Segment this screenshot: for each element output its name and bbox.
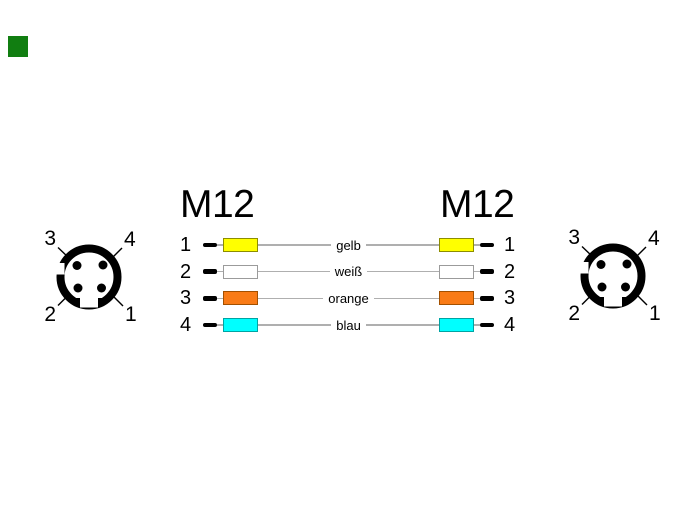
m12-connector-face-right: 3 4 2 1 <box>568 226 661 325</box>
right-pin-dash <box>480 296 494 301</box>
wire-stub <box>217 297 223 300</box>
wire-middle: weiß <box>258 264 440 280</box>
wire-stub <box>217 244 223 246</box>
wire-line <box>365 244 440 246</box>
pin-label-1: 1 <box>125 303 137 326</box>
pin-dot-2 <box>597 282 607 292</box>
left-wire-color-box <box>223 238 258 252</box>
left-pin-dash <box>203 242 217 248</box>
wire-line <box>258 244 332 246</box>
left-wire-color-box <box>223 291 258 306</box>
right-pin-number: 2 <box>504 260 516 283</box>
right-connector-title: M12 <box>440 183 515 226</box>
wire-row: 1 gelb 1 <box>179 232 524 259</box>
wire-row: 3 orange 3 <box>179 285 524 312</box>
pin-label-2: 2 <box>44 303 56 326</box>
left-pin-number: 4 <box>180 314 192 337</box>
wire-line <box>258 297 324 300</box>
left-wire-color-box <box>223 318 258 333</box>
left-pin-dash <box>203 322 217 328</box>
wire-stub <box>474 244 480 246</box>
pin-label-3: 3 <box>44 227 56 250</box>
right-pin-dash <box>480 269 494 274</box>
pin-dot-1 <box>97 283 106 293</box>
left-wire-color-box <box>223 264 258 279</box>
pin-dot-3 <box>596 260 606 269</box>
wire-stub <box>474 270 480 273</box>
wire-color-label: orange <box>328 290 369 306</box>
connector-ring <box>56 244 122 310</box>
wire-color-label: gelb <box>336 237 361 253</box>
wire-line <box>365 324 440 326</box>
left-pin-number: 2 <box>180 260 192 283</box>
right-pin-number: 1 <box>504 234 516 256</box>
keyway-notch <box>80 298 98 308</box>
wire-line <box>373 297 440 300</box>
m12-connector-face-left: 3 4 2 1 <box>44 227 137 326</box>
wire-middle: orange <box>258 290 440 306</box>
wire-color-label: weiß <box>334 264 363 280</box>
pin-dot-4 <box>622 259 632 269</box>
pin-label-1: 1 <box>649 302 661 325</box>
pin-label-3: 3 <box>568 226 580 249</box>
wire-row: 4 blau 4 <box>179 312 524 339</box>
wire-color-label: blau <box>336 317 361 333</box>
left-pin-dash <box>203 296 217 301</box>
pin-dot-2 <box>73 283 83 293</box>
pin-dot-1 <box>621 282 630 292</box>
wire-line <box>258 324 332 326</box>
wire-stub <box>217 324 223 326</box>
pin-label-4: 4 <box>648 227 660 250</box>
side-notch <box>54 263 65 275</box>
wire-line <box>367 270 440 273</box>
right-pin-dash <box>480 322 494 328</box>
wire-stub <box>474 324 480 326</box>
pin-dot-3 <box>72 261 82 270</box>
pin-label-2: 2 <box>568 302 580 325</box>
right-wire-color-box <box>439 238 474 252</box>
right-wire-color-box <box>439 291 474 306</box>
right-wire-color-box <box>439 318 474 333</box>
keyway-notch <box>604 297 622 307</box>
left-connector-title: M12 <box>180 183 255 226</box>
right-pin-dash <box>480 242 494 248</box>
wire-row: 2 weiß 2 <box>179 258 524 285</box>
wire-stub <box>217 270 223 273</box>
wire-stub <box>474 297 480 300</box>
left-pin-number: 1 <box>180 234 192 256</box>
wire-middle: blau <box>258 317 440 333</box>
left-pin-dash <box>203 269 217 274</box>
brand-mark <box>8 36 28 57</box>
side-notch <box>578 262 589 274</box>
left-pin-number: 3 <box>180 287 192 310</box>
wire-line <box>258 270 330 273</box>
pin-dot-4 <box>98 260 108 270</box>
connector-ring <box>580 243 646 309</box>
right-pin-number: 4 <box>504 314 516 337</box>
wire-middle: gelb <box>258 237 440 253</box>
right-wire-color-box <box>439 264 474 279</box>
pin-label-4: 4 <box>124 228 136 251</box>
right-pin-number: 3 <box>504 287 516 310</box>
